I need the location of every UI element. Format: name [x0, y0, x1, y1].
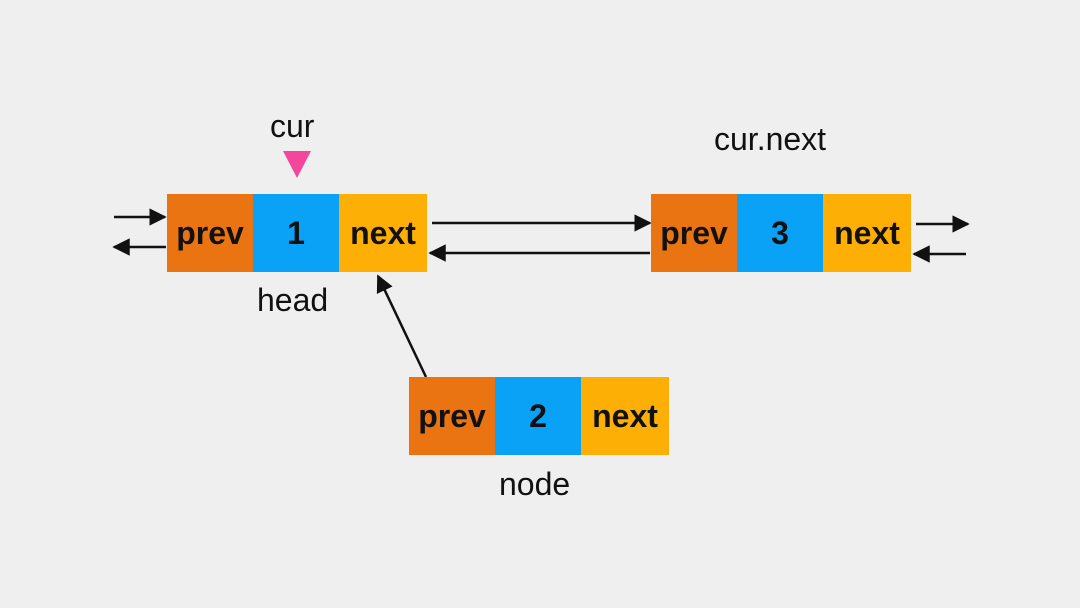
cur-label: cur: [270, 108, 315, 144]
head-value-cell: 1: [253, 194, 339, 272]
third-value-cell: 3: [737, 194, 823, 272]
third-node: prev 3 next: [651, 194, 911, 272]
head-next-cell: next: [339, 194, 427, 272]
head-caption: head: [257, 282, 329, 318]
cur-next-label: cur.next: [714, 121, 827, 157]
new-node-next-cell: next: [581, 377, 669, 455]
new-node-prev-cell: prev: [409, 377, 495, 455]
triangle-down-icon: [283, 151, 311, 178]
arrow-node-to-head: [376, 274, 428, 378]
new-node: prev 2 next: [409, 377, 669, 455]
head-node: prev 1 next: [167, 194, 427, 272]
new-node-caption: node: [499, 466, 571, 502]
third-next-cell: next: [823, 194, 911, 272]
head-prev-cell: prev: [167, 194, 253, 272]
new-node-value-cell: 2: [495, 377, 581, 455]
third-prev-cell: prev: [651, 194, 737, 272]
